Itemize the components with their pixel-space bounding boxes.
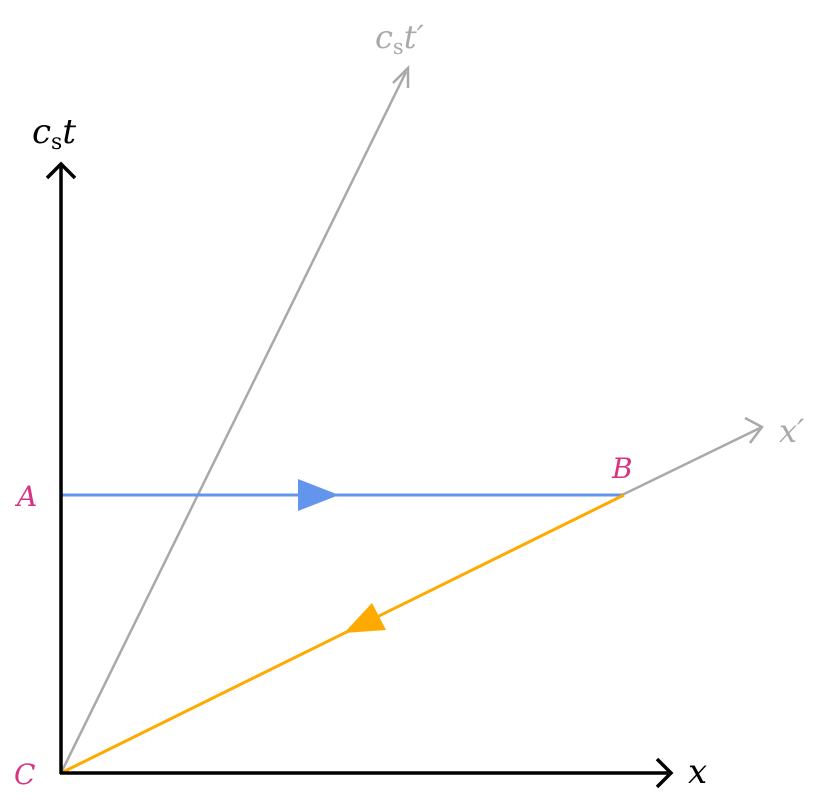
ct-prime-axis-arrowhead: [392, 64, 410, 88]
x-prime-axis-line: [619, 425, 763, 498]
ct-prime-axis-line: [59, 71, 408, 774]
ct-axis-label-subscript: s: [51, 130, 62, 155]
ct-axis-label: cst: [32, 112, 76, 155]
point-b-label: B: [611, 452, 633, 485]
ct-axis-arrowhead: [45, 161, 77, 180]
ct-axis: [45, 161, 77, 774]
x-prime-axis: [619, 416, 764, 498]
x-prime-axis-arrowhead: [744, 416, 764, 444]
ct-prime-axis-label-subscript: s: [393, 35, 404, 59]
path-a-to-b-arrow: [298, 479, 339, 511]
path-b-to-c-line: [60, 493, 625, 775]
path-a-to-b: [61, 479, 624, 511]
path-b-to-c: [60, 493, 625, 775]
point-a-label: A: [14, 480, 37, 513]
x-prime-axis-label: x′: [779, 412, 805, 450]
x-axis: [60, 757, 674, 789]
x-axis-arrowhead: [655, 757, 674, 789]
point-c-label: C: [14, 758, 35, 791]
x-axis-label: x: [688, 752, 707, 792]
ct-prime-axis: [59, 64, 410, 774]
ct-prime-axis-label: cst′: [375, 18, 425, 59]
path-b-to-c-arrow: [344, 603, 386, 633]
